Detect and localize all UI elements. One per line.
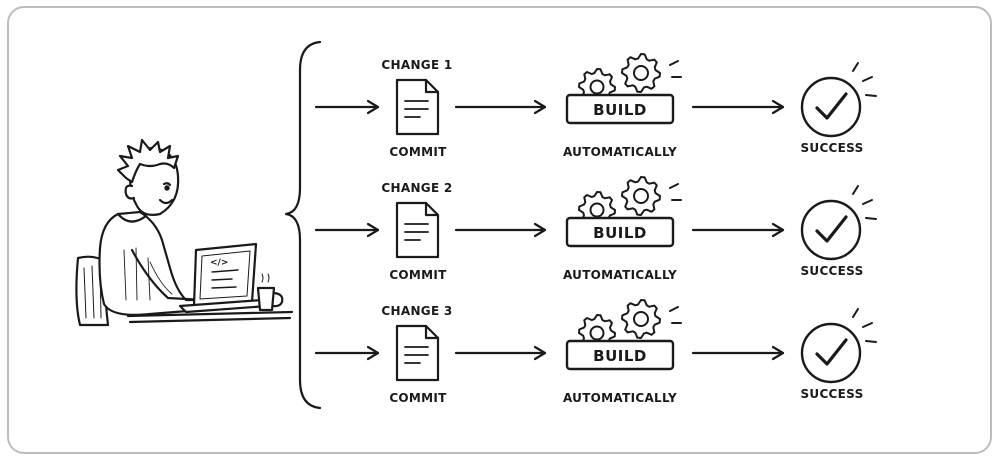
document-icon bbox=[395, 324, 440, 382]
automatically-label: AUTOMATICALLY bbox=[563, 145, 677, 159]
sparkle-lines bbox=[669, 60, 682, 78]
success-rays bbox=[852, 62, 877, 97]
gear-icon bbox=[621, 53, 661, 93]
laptop bbox=[178, 242, 270, 314]
change-label: CHANGE 1 bbox=[381, 58, 452, 72]
build-label: BUILD bbox=[593, 101, 647, 119]
coffee-mug bbox=[256, 273, 284, 312]
document-icon bbox=[395, 78, 440, 136]
person-head bbox=[116, 138, 180, 216]
build-label: BUILD bbox=[593, 224, 647, 242]
pipeline-row: CHANGE 3 COMMIT BUILD AUTOMATICALLY SUCCESS bbox=[314, 299, 877, 405]
sparkle-lines bbox=[669, 183, 682, 201]
commit-label: COMMIT bbox=[389, 268, 447, 282]
success-rays bbox=[852, 185, 877, 220]
pipeline-row: CHANGE 2 COMMIT BUILD AUTOMATICALLY SUCCESS bbox=[314, 176, 877, 282]
arrow-to-success bbox=[691, 222, 785, 238]
checkmark-icon bbox=[800, 199, 862, 261]
arrow-to-build bbox=[454, 222, 547, 238]
checkmark-icon bbox=[800, 322, 862, 384]
change-label: CHANGE 2 bbox=[381, 181, 452, 195]
arrow-to-commit bbox=[314, 345, 380, 361]
arrow-to-build bbox=[454, 345, 547, 361]
gear-icon bbox=[621, 176, 661, 216]
laptop-code-text: </> bbox=[210, 258, 228, 268]
arrow-to-commit bbox=[314, 222, 380, 238]
arrow-to-commit bbox=[314, 99, 380, 115]
gear-icon bbox=[621, 299, 661, 339]
sparkle-lines bbox=[669, 306, 682, 324]
success-label: SUCCESS bbox=[800, 264, 863, 278]
success-label: SUCCESS bbox=[800, 141, 863, 155]
build-box bbox=[565, 93, 675, 125]
success-label: SUCCESS bbox=[800, 387, 863, 401]
build-box bbox=[565, 339, 675, 371]
arrow-to-success bbox=[691, 345, 785, 361]
success-rays bbox=[852, 308, 877, 343]
build-box bbox=[565, 216, 675, 248]
arrow-to-success bbox=[691, 99, 785, 115]
arrow-to-build bbox=[454, 99, 547, 115]
automatically-label: AUTOMATICALLY bbox=[563, 268, 677, 282]
pipeline-row: CHANGE 1 COMMIT BUILD AUTOMATICALLY SUCCESS bbox=[314, 53, 877, 159]
desk bbox=[126, 310, 294, 324]
document-icon bbox=[395, 201, 440, 259]
commit-label: COMMIT bbox=[389, 145, 447, 159]
commit-label: COMMIT bbox=[389, 391, 447, 405]
change-label: CHANGE 3 bbox=[381, 304, 452, 318]
automatically-label: AUTOMATICALLY bbox=[563, 391, 677, 405]
curly-brace bbox=[284, 40, 322, 410]
checkmark-icon bbox=[800, 76, 862, 138]
developer-illustration bbox=[75, 138, 294, 327]
build-label: BUILD bbox=[593, 347, 647, 365]
